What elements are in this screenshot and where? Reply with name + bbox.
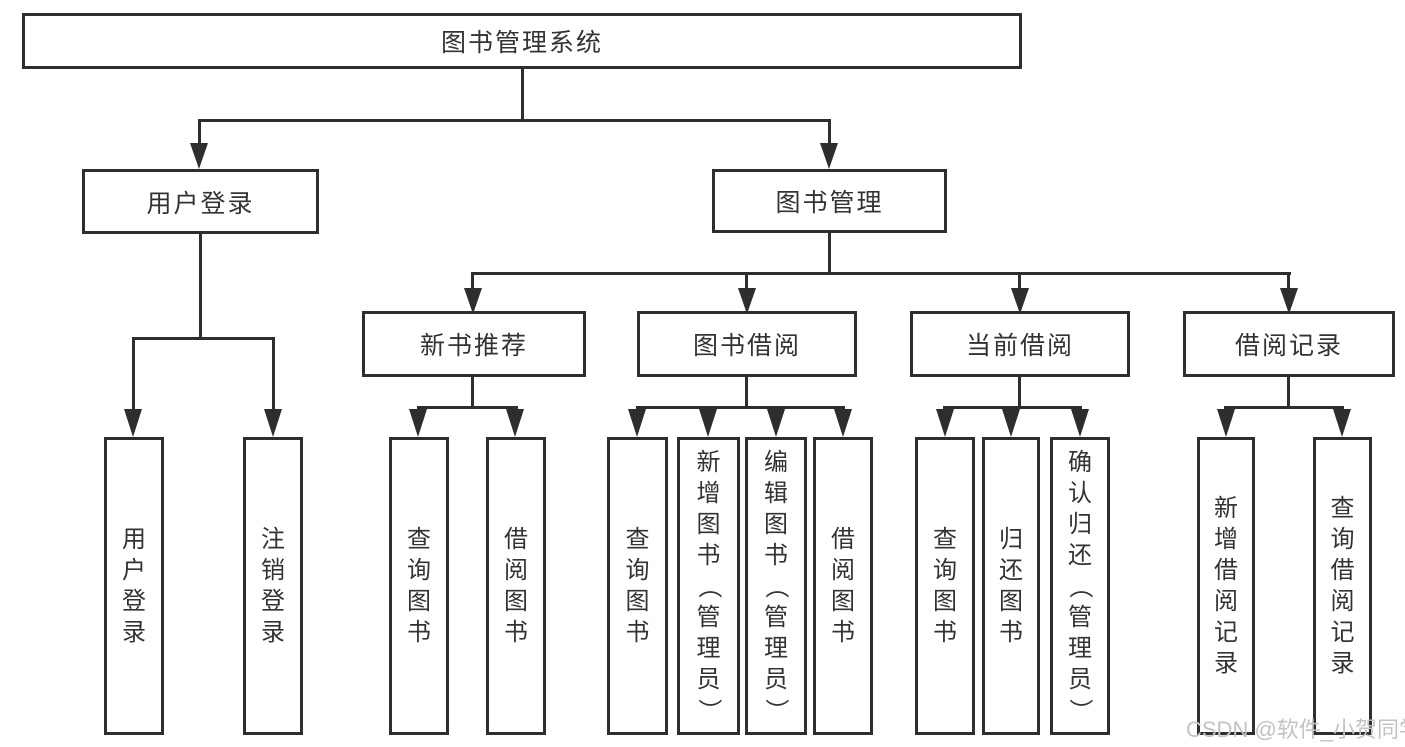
connector-book-mgmt-vline: [828, 233, 831, 272]
connector-records-vline: [1287, 377, 1290, 408]
connector-recommend-vline: [471, 377, 474, 408]
node-label: 查询图书: [625, 526, 650, 646]
arrow-down-icon: [1002, 409, 1020, 437]
node-add-books-admin: 新增图书（管理员）: [677, 437, 740, 735]
connector-borrow-vline: [745, 377, 748, 408]
node-query-borrow-record: 查询借阅记录: [1313, 437, 1372, 735]
connector-stem-user-login: [198, 119, 201, 151]
node-label: 注销登录: [261, 526, 285, 646]
node-label: 新增图书（管理员）: [695, 448, 722, 723]
node-edit-books-admin: 编辑图书（管理员）: [745, 437, 807, 735]
node-borrowing-records: 借阅记录: [1183, 311, 1395, 377]
node-current-borrowing: 当前借阅: [910, 311, 1130, 377]
connector-user-login-vline: [199, 234, 202, 337]
node-label: 用户登录: [122, 526, 146, 646]
node-label: 用户登录: [146, 189, 255, 218]
connector-user-login-hbar: [132, 337, 275, 340]
arrow-down-icon: [1280, 288, 1298, 314]
node-query-books: 查询图书: [389, 437, 449, 735]
arrow-down-icon: [1011, 288, 1029, 314]
node-label: 借阅记录: [1234, 332, 1343, 360]
connector-current-hbar: [943, 406, 1082, 409]
connector-stem-leaf: [272, 337, 275, 413]
arrow-down-icon: [699, 409, 717, 437]
arrow-down-icon: [409, 409, 427, 437]
node-add-borrow-record: 新增借阅记录: [1197, 437, 1255, 735]
node-label: 新增借阅记录: [1214, 495, 1238, 677]
arrow-down-icon: [1071, 409, 1089, 437]
arrow-down-icon: [767, 409, 785, 437]
connector-stem-recommend: [471, 272, 474, 290]
arrow-down-icon: [1333, 409, 1351, 437]
arrow-down-icon: [834, 409, 852, 437]
arrow-down-icon: [936, 409, 954, 437]
connector-root-hbar: [198, 119, 831, 122]
connector-stem-leaf: [132, 337, 135, 413]
connector-borrow-hbar: [636, 406, 845, 409]
node-label: 借阅图书: [504, 526, 528, 646]
connector-stem-current: [1018, 272, 1021, 290]
node-label: 图书借阅: [692, 332, 801, 360]
connector-current-vline: [1018, 377, 1021, 408]
node-return-books: 归还图书: [982, 437, 1040, 735]
watermark-text: CSDN @软件_小贺同学: [1186, 717, 1405, 742]
arrow-down-icon: [506, 409, 524, 437]
node-user-login-leaf: 用户登录: [104, 437, 164, 735]
node-library-management-system: 图书管理系统: [22, 13, 1022, 69]
node-label: 当前借阅: [965, 332, 1074, 360]
node-label: 编辑图书（管理员）: [762, 448, 790, 723]
node-label: 归还图书: [999, 526, 1023, 646]
node-book-borrowing: 图书借阅: [637, 311, 857, 377]
node-label: 查询借阅记录: [1330, 495, 1355, 677]
arrow-down-icon: [464, 288, 482, 314]
node-label: 图书管理系统: [440, 29, 603, 57]
node-query-books: 查询图书: [607, 437, 668, 735]
node-user-login: 用户登录: [82, 169, 319, 234]
arrow-down-icon: [1217, 409, 1235, 437]
node-label: 查询图书: [933, 526, 957, 646]
connector-records-hbar: [1224, 406, 1344, 409]
node-label: 图书管理: [775, 189, 884, 217]
arrow-down-icon: [264, 409, 282, 437]
node-book-management: 图书管理: [712, 169, 947, 233]
connector-stem-book-mgmt: [828, 119, 831, 151]
node-label: 借阅图书: [831, 526, 855, 646]
connector-root-vline: [521, 69, 524, 119]
connector-stem-records: [1287, 272, 1290, 290]
node-label: 新书推荐: [419, 332, 528, 360]
connector-book-mgmt-hbar: [472, 272, 1291, 275]
node-label: 查询图书: [407, 526, 431, 646]
arrow-down-icon: [738, 288, 756, 314]
node-confirm-return-admin: 确认归还（管理员）: [1050, 437, 1110, 735]
node-label: 确认归还（管理员）: [1066, 448, 1094, 723]
node-logout: 注销登录: [243, 437, 303, 735]
arrow-down-icon: [124, 409, 142, 437]
arrow-down-icon: [820, 143, 838, 169]
node-borrow-books: 借阅图书: [813, 437, 873, 735]
arrow-down-icon: [628, 409, 646, 437]
node-new-book-recommendation: 新书推荐: [362, 311, 586, 377]
node-borrow-books: 借阅图书: [486, 437, 546, 735]
node-query-books: 查询图书: [915, 437, 975, 735]
connector-stem-borrow: [745, 272, 748, 290]
connector-recommend-hbar: [417, 406, 518, 409]
arrow-down-icon: [190, 143, 208, 169]
